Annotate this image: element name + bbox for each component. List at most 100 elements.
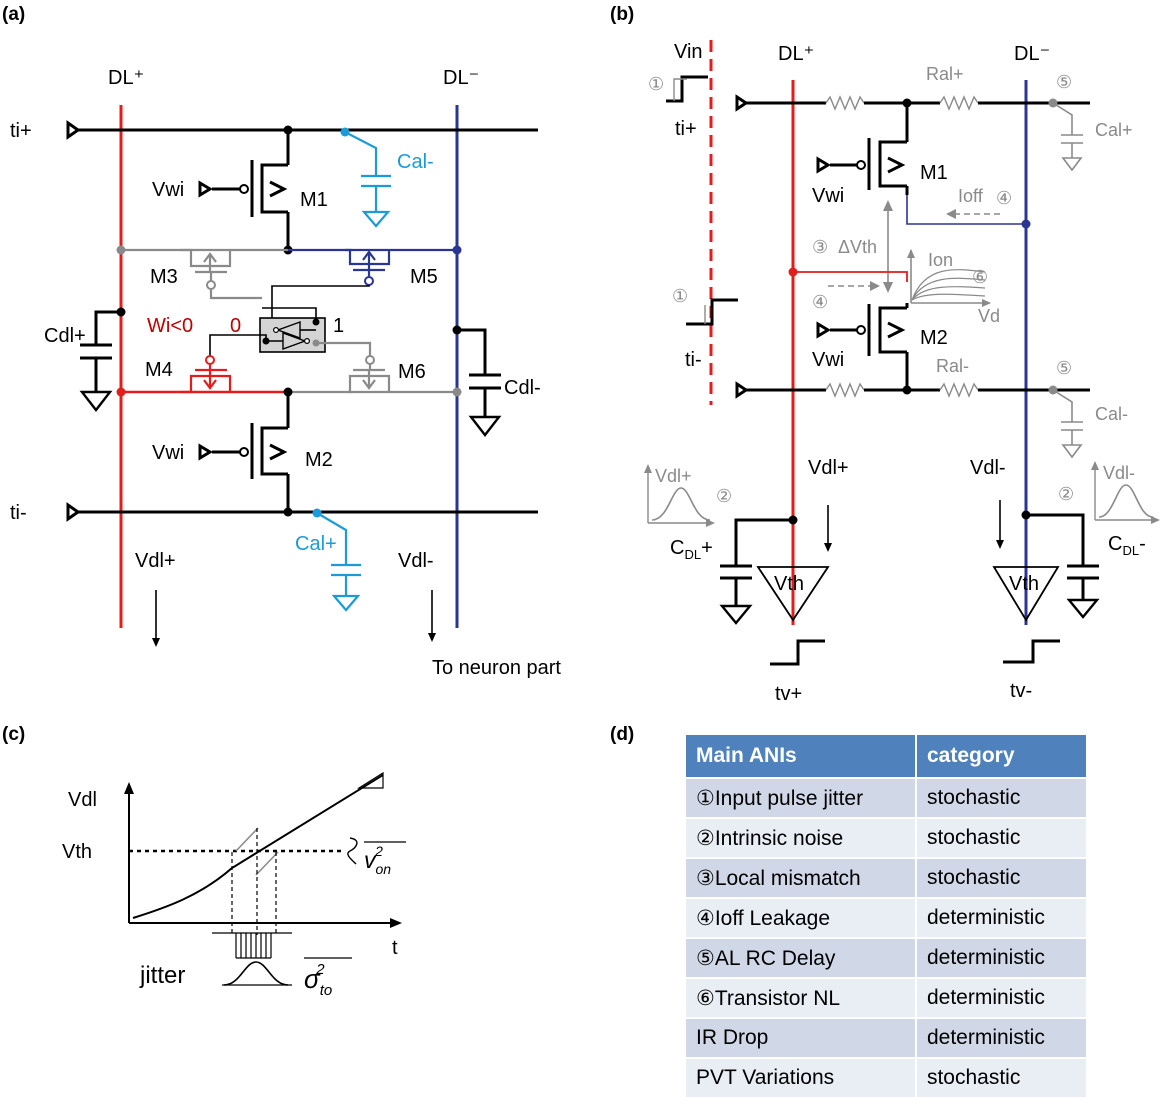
num-1b-label: ① <box>672 286 688 306</box>
table-row: ⑤AL RC Delay deterministic <box>686 937 1089 978</box>
panel-b-label: (b) <box>610 4 634 25</box>
to-neuron-label: To neuron part <box>432 657 561 679</box>
vdl-minus-b-arrow-icon <box>996 500 1004 549</box>
c-jitter-early-line <box>235 827 259 852</box>
vin-label: Vin <box>674 41 703 63</box>
vdl-minus-label: Vdl- <box>398 550 434 572</box>
m2-transistor <box>198 392 290 512</box>
num-1a-label: ① <box>648 74 664 94</box>
ani-name-cell: ①Input pulse jitter <box>686 777 917 818</box>
m6-transistor <box>348 355 391 394</box>
vdl-plus-distribution-icon <box>644 464 715 527</box>
header-category: category <box>915 735 1089 778</box>
cal-minus-label: Cal- <box>397 151 434 173</box>
num-6-label: ⑥ <box>972 267 988 287</box>
cal-plus-b-capacitor <box>1052 102 1083 172</box>
ani-name-cell: IR Drop <box>686 1017 917 1058</box>
vdl-plus-label: Vdl+ <box>135 550 176 572</box>
cal-plus-b-label: Cal+ <box>1095 120 1133 140</box>
dl-plus-b-label: DL⁺ <box>778 43 814 65</box>
dl-minus-b-label: DL⁻ <box>1014 43 1050 65</box>
c-sigma-main: σ <box>304 964 321 994</box>
ani-category-cell: deterministic <box>915 937 1089 978</box>
ral-minus-resistor-2-icon <box>939 382 979 398</box>
ti-plus-b-label: ti+ <box>675 118 697 140</box>
cdl-plus-b-capacitor <box>719 515 798 625</box>
vdl-plus-dist-label: Vdl+ <box>655 466 692 486</box>
zero-label: 0 <box>230 315 241 337</box>
cdl-minus-b-sub: DL <box>1122 543 1139 558</box>
vdl-minus-dist-label: Vdl- <box>1103 463 1135 483</box>
c-v-on-main: v <box>364 847 377 873</box>
tv-minus-pulse-icon <box>1003 639 1060 664</box>
cal-minus-b-capacitor <box>1052 389 1083 459</box>
cdl-plus-b-sup: + <box>701 537 713 559</box>
num-2b-label: ② <box>1058 484 1074 504</box>
vin-pulse-icon <box>666 75 708 103</box>
c-jitter-histogram <box>212 932 292 986</box>
cal-plus-capacitor <box>312 508 361 612</box>
vdl-plus-arrow-icon <box>152 590 160 647</box>
vth-right-label: Vth <box>1009 573 1039 595</box>
cdl-minus-b-sup: - <box>1139 533 1146 555</box>
vdl-minus-distribution-icon <box>1091 461 1160 524</box>
ral-minus-resistor-1-icon <box>825 382 865 398</box>
c-vth-label: Vth <box>62 841 92 863</box>
m1-transistor <box>198 130 290 250</box>
cdl-plus-b-c: C <box>670 537 684 559</box>
ral-minus-label: Ral- <box>936 356 969 376</box>
c-sigma-sub: to <box>320 982 333 999</box>
ani-category-cell: deterministic <box>915 897 1089 938</box>
num-4b-label: ④ <box>812 292 828 312</box>
table-row: ④Ioff Leakage deterministic <box>686 897 1089 938</box>
ani-name-cell: ⑤AL RC Delay <box>686 937 917 978</box>
m4-transistor <box>180 355 232 394</box>
panel-d-label: (d) <box>610 724 634 745</box>
ani-category-cell: deterministic <box>915 1017 1089 1058</box>
ti-minus-pulse-icon <box>686 298 738 326</box>
c-ramp-curve <box>132 774 384 919</box>
c-xlabel: t <box>392 937 398 959</box>
ral-plus-resistor-1-icon <box>825 95 865 111</box>
ani-name-cell: ②Intrinsic noise <box>686 817 917 858</box>
ioff-arrow-icon <box>946 209 1000 219</box>
m5-transistor <box>271 248 391 318</box>
vdl-minus-b-label: Vdl- <box>970 457 1006 479</box>
c-sigma-label: σto 2 <box>304 961 332 999</box>
table-row: ①Input pulse jitter stochastic <box>686 777 1089 818</box>
tv-minus-label: tv- <box>1010 680 1032 702</box>
cdl-plus-label: Cdl+ <box>44 325 86 347</box>
dl-minus-label: DL⁻ <box>443 67 479 89</box>
ioff-label: Ioff <box>958 186 984 206</box>
panel-c-label: (c) <box>2 724 25 745</box>
dl-plus-label: DL⁺ <box>108 67 144 89</box>
vwi-top-label: Vwi <box>152 179 184 201</box>
header-main-anis: Main ANIs <box>686 735 917 778</box>
ani-category-cell: stochastic <box>915 1057 1089 1097</box>
c-sigma-sup: 2 <box>315 961 325 978</box>
num-2a-label: ② <box>716 486 732 506</box>
num-5b-label: ⑤ <box>1056 358 1072 378</box>
ani-category-cell: deterministic <box>915 977 1089 1018</box>
dvth-label: ΔVth <box>838 237 877 257</box>
m2-node-line <box>793 271 908 282</box>
vth-comparator-left <box>756 566 830 622</box>
ani-name-cell: ③Local mismatch <box>686 857 917 898</box>
c-slope-triangle-icon <box>356 771 384 789</box>
ioff-path <box>906 195 1026 225</box>
ti-plus-port-icon <box>66 120 81 140</box>
c-v-on-label: von2 <box>364 843 391 877</box>
cdl-minus-b-label: CDL- <box>1108 533 1146 558</box>
leak-arrow-icon <box>828 281 880 291</box>
wi-lt0-label: Wi<0 <box>147 315 193 337</box>
ti-plus-label: ti+ <box>10 120 32 142</box>
num-3-label: ③ <box>812 237 828 257</box>
m6-label: M6 <box>398 361 426 383</box>
ral-plus-label: Ral+ <box>926 64 964 84</box>
cdl-minus-label: Cdl- <box>504 377 541 399</box>
ti-minus-b-label: ti- <box>685 349 702 371</box>
m3-label: M3 <box>150 266 178 288</box>
vth-left-label: Vth <box>774 573 804 595</box>
cal-minus-capacitor <box>340 127 391 228</box>
